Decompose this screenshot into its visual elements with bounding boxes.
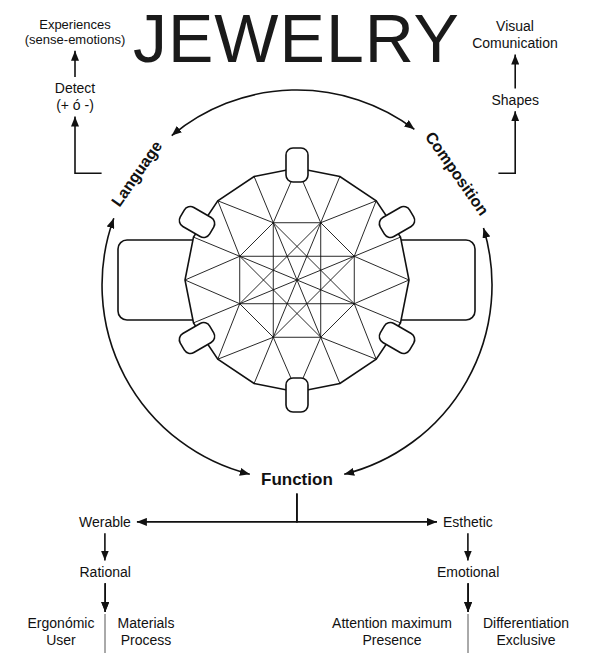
facet-line	[240, 223, 274, 257]
facet-line	[354, 256, 409, 280]
facet-line	[194, 237, 240, 256]
facet-line	[321, 337, 376, 359]
facet-line	[218, 201, 240, 256]
text-node: Ergonómic User	[17, 612, 105, 652]
prong	[177, 204, 217, 240]
cycle-label: Language	[102, 130, 173, 216]
facet-line	[254, 337, 273, 383]
facet-line	[297, 280, 321, 337]
text-node: Rational	[74, 561, 137, 584]
prong	[286, 378, 308, 412]
facet-line	[254, 177, 273, 223]
text-node: Experiences (sense-emotions)	[13, 14, 137, 51]
facet-line	[321, 201, 376, 223]
connector-arrow	[104, 583, 106, 612]
node-text: Werable	[79, 514, 131, 531]
prong	[177, 320, 217, 356]
node-text: Shapes	[492, 92, 539, 109]
facet-line	[218, 337, 273, 359]
connector-arrow	[102, 218, 250, 474]
node-text: Composition	[421, 128, 493, 219]
gem-facets	[185, 168, 409, 392]
node-text: Materials Process	[111, 615, 181, 649]
facet-line	[354, 304, 376, 359]
facet-line	[354, 280, 409, 304]
connector-arrow	[297, 493, 437, 522]
text-node: Emotional	[431, 561, 505, 584]
connector-arrow	[467, 583, 469, 612]
facet-line	[239, 256, 240, 303]
facet-line	[185, 280, 240, 304]
connector-arrow	[104, 583, 106, 612]
gem-outline	[185, 168, 409, 392]
facet-line	[273, 223, 274, 338]
text-node: Visual Comunication	[461, 15, 569, 55]
connector-arrow	[467, 583, 469, 612]
facet-line	[354, 201, 376, 256]
facet-line	[240, 223, 321, 304]
facet-line	[321, 223, 355, 257]
node-text: Rational	[80, 564, 131, 581]
facet-line	[321, 304, 355, 338]
facet-line	[240, 256, 355, 257]
facet-line	[194, 304, 240, 323]
node-text: Experiences (sense-emotions)	[19, 17, 131, 48]
node-text: Esthetic	[443, 514, 493, 531]
connector-arrow	[137, 493, 297, 522]
facet-line	[240, 280, 297, 304]
node-text: Attention maximum Presence	[322, 615, 462, 649]
text-node: Werable	[73, 511, 137, 534]
prong	[377, 204, 417, 240]
facet-line	[273, 223, 297, 280]
prong	[377, 320, 417, 356]
facet-line	[354, 304, 400, 323]
connector-arrow	[172, 90, 415, 136]
cycle-label: Function	[255, 467, 339, 493]
facet-line	[297, 256, 354, 280]
connector-arrow	[498, 111, 515, 173]
connector-arrow	[74, 51, 76, 77]
connector-arrow	[514, 55, 516, 89]
facet-line	[273, 337, 320, 338]
text-node: Differentiation Exclusive	[468, 612, 584, 652]
facet-line	[354, 256, 355, 303]
connector-arrow	[75, 117, 102, 174]
cycle-label: Composition	[415, 121, 499, 225]
connector-arrow	[104, 533, 106, 560]
node-text: Function	[261, 470, 333, 490]
facet-line	[321, 337, 340, 383]
text-node: Esthetic	[437, 511, 499, 534]
prong	[286, 148, 308, 182]
connector-arrow	[344, 228, 492, 474]
facet-line	[240, 256, 321, 337]
text-node: Detect (+ ó -)	[42, 77, 108, 117]
facet-line	[273, 256, 354, 337]
node-text: Detect (+ ó -)	[48, 80, 102, 114]
facet-line	[240, 304, 274, 338]
node-text: Visual Comunication	[467, 18, 563, 52]
text-node: Materials Process	[105, 612, 187, 652]
facet-line	[240, 303, 355, 304]
facet-line	[185, 256, 240, 280]
node-text: Emotional	[437, 564, 499, 581]
text-node: Attention maximum Presence	[316, 612, 468, 652]
facet-line	[218, 304, 240, 359]
facet-line	[320, 223, 321, 338]
node-text: Ergonómic User	[23, 615, 99, 649]
node-text: Differentiation Exclusive	[474, 615, 578, 649]
text-node: Shapes	[486, 89, 545, 112]
facet-line	[218, 201, 273, 223]
column-divider	[468, 614, 469, 653]
facet-line	[273, 222, 320, 223]
connector-arrow	[467, 533, 469, 560]
facet-line	[321, 177, 340, 223]
facet-line	[354, 237, 400, 256]
column-divider	[105, 614, 106, 653]
node-text: Language	[108, 137, 167, 210]
facet-line	[273, 223, 354, 304]
